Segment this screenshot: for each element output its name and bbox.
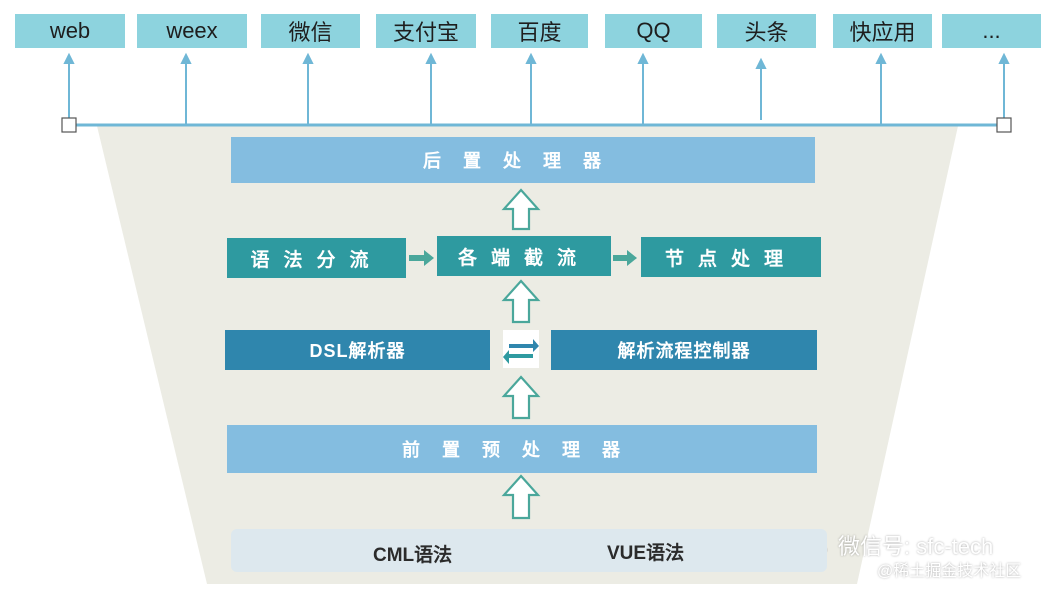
pre-processor-box: 前置预处理器	[227, 425, 817, 473]
platform-0: web	[15, 14, 125, 48]
watermark-account: 微信号: sfc-tech	[838, 534, 994, 559]
right-arrow-intercept-to-node	[613, 250, 637, 266]
post-processor-box: 后置处理器	[231, 137, 815, 183]
node-process-box: 节点处理	[641, 237, 821, 277]
platform-3: 支付宝	[376, 14, 476, 48]
exchange-icon	[503, 339, 539, 364]
up-arrow-to-post	[501, 188, 541, 231]
platform-8: ...	[942, 14, 1041, 48]
platform-1: weex	[137, 14, 247, 48]
connector-arrowhead-8	[998, 52, 1010, 64]
platform-5: QQ	[605, 14, 702, 48]
connector-arrowhead-3	[425, 52, 437, 64]
connector-arrowhead-0	[63, 52, 75, 64]
connector-arrowhead-7	[875, 52, 887, 64]
up-arrow-from-pre	[501, 375, 541, 420]
connector-arrowhead-2	[302, 52, 314, 64]
bus-end-left	[61, 117, 77, 133]
up-arrow-from-source	[501, 474, 541, 520]
platform-2: 微信	[261, 14, 360, 48]
bus-end-right	[996, 117, 1012, 133]
source-cml: CML语法	[373, 545, 453, 566]
platform-4: 百度	[491, 14, 588, 48]
connector-arrowhead-5	[637, 52, 649, 64]
connector-arrowhead-6	[755, 57, 767, 69]
endpoint-intercept-box: 各端截流	[437, 236, 611, 276]
source-vue: VUE语法	[607, 543, 685, 564]
up-arrow-to-intercept	[501, 279, 541, 324]
source-syntax-box: CML语法 VUE语法	[231, 529, 827, 572]
connector-arrowhead-1	[180, 52, 192, 64]
platform-connectors	[63, 52, 1010, 125]
watermark-community: @稀土掘金技术社区	[877, 563, 1022, 580]
platform-7: 快应用	[833, 14, 932, 48]
connector-arrowhead-4	[525, 52, 537, 64]
platform-6: 头条	[717, 14, 816, 48]
dsl-parser-box: DSL解析器	[225, 330, 490, 370]
syntax-split-box: 语法分流	[227, 238, 406, 278]
flow-controller-box: 解析流程控制器	[551, 330, 817, 370]
right-arrow-split-to-intercept	[409, 250, 434, 266]
